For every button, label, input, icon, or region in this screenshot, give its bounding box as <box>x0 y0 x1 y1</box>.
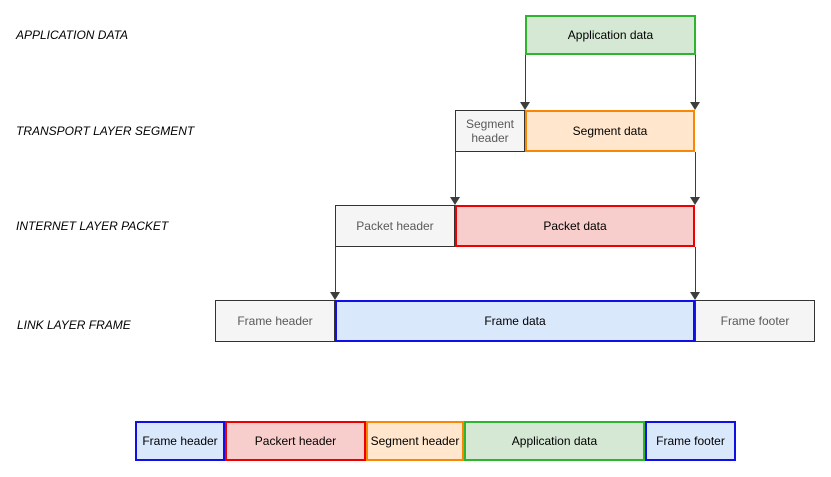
arrow-packet-to-frame-right <box>690 247 701 300</box>
assembled-frame-footer-box: Frame footer <box>645 421 736 461</box>
application-data-box: Application data <box>525 15 696 55</box>
segment-data-box: Segment data <box>525 110 695 152</box>
segment-header-box: Segment header <box>455 110 525 152</box>
label-application-data: APPLICATION DATA <box>16 28 129 42</box>
frame-header-box: Frame header <box>215 300 335 342</box>
arrow-packet-to-frame-left <box>330 247 341 300</box>
arrow-app-to-segment-left <box>520 55 531 110</box>
label-link-layer-frame: LINK LAYER FRAME <box>17 318 131 332</box>
packet-header-box: Packet header <box>335 205 455 247</box>
arrow-app-to-segment-right <box>690 55 701 110</box>
label-internet-layer-packet: INTERNET LAYER PACKET <box>16 219 169 233</box>
assembled-application-data-box: Application data <box>464 421 645 461</box>
assembled-packet-header-box: Packert header <box>225 421 366 461</box>
assembled-frame-header-box: Frame header <box>135 421 225 461</box>
label-transport-layer-segment: TRANSPORT LAYER SEGMENT <box>16 124 195 138</box>
frame-footer-box: Frame footer <box>695 300 815 342</box>
frame-data-box: Frame data <box>335 300 695 342</box>
arrow-segment-to-packet-right <box>690 152 701 205</box>
arrow-segment-to-packet-left <box>450 152 461 205</box>
packet-data-box: Packet data <box>455 205 695 247</box>
assembled-segment-header-box: Segment header <box>366 421 464 461</box>
